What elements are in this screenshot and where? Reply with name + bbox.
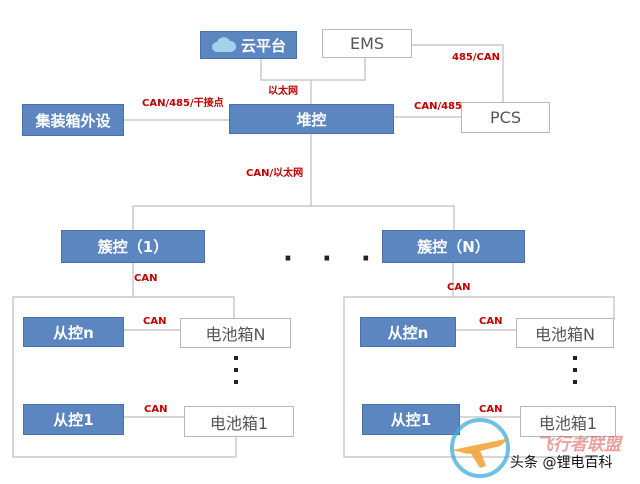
ems-node: EMS	[322, 29, 412, 58]
left-slave-n-label: 从控n	[53, 323, 94, 342]
right-slave-1-can-label: CAN	[479, 404, 503, 415]
right-slave-n-label: 从控n	[387, 323, 429, 342]
ems-label: EMS	[349, 34, 385, 53]
left-slave-1-label: 从控1	[53, 411, 94, 429]
cluster-controller-n-label: 簇控（N）	[417, 238, 490, 256]
watermark-byline: 头条 @锂电百科	[510, 455, 613, 471]
right-battery-1-node: 电池箱1	[520, 406, 616, 437]
left-battery-n-node: 电池箱N	[180, 318, 291, 348]
right-slave-n-can-label: CAN	[479, 316, 503, 327]
cloud-platform-node: 云平台	[200, 31, 297, 59]
pcs-label: PCS	[490, 108, 521, 127]
cluster-n-down-link-label: CAN	[447, 282, 471, 293]
left-battery-n-label: 电池箱N	[205, 325, 266, 344]
stack-down-link-label: CAN/以太网	[246, 168, 304, 179]
ellipsis-separator: · · ·	[283, 244, 381, 274]
stack-controller-label: 堆控	[296, 110, 327, 129]
left-vertical-ellipsis	[234, 356, 240, 392]
cluster-controller-1-label: 簇控（1）	[97, 238, 169, 256]
container-peripheral-label: 集装箱外设	[35, 111, 111, 130]
container-peripheral-node: 集装箱外设	[22, 104, 124, 136]
container-stack-link-label: CAN/485/干接点	[142, 98, 224, 109]
cloud-icon	[211, 37, 237, 52]
pcs-node: PCS	[461, 102, 550, 133]
right-vertical-ellipsis	[573, 356, 579, 392]
right-battery-n-node: 电池箱N	[516, 318, 614, 348]
left-slave-n-node: 从控n	[23, 317, 124, 347]
stack-pcs-link-label: CAN/485	[414, 101, 462, 112]
stack-controller-node: 堆控	[229, 104, 394, 134]
right-battery-1-label: 电池箱1	[538, 413, 598, 433]
watermark-brand: 飞行者联盟	[536, 435, 621, 455]
left-slave-n-can-label: CAN	[143, 316, 167, 327]
cluster-controller-1-node: 簇控（1）	[61, 230, 205, 263]
ems-pcs-link-label: 485/CAN	[452, 52, 500, 63]
cloud-platform-label: 云平台	[240, 36, 286, 55]
cluster-controller-n-node: 簇控（N）	[382, 230, 525, 263]
right-slave-1-node: 从控1	[362, 404, 460, 435]
right-slave-n-node: 从控n	[360, 317, 456, 347]
airplane-logo-icon	[450, 418, 510, 478]
left-slave-1-node: 从控1	[23, 404, 124, 435]
cluster-1-down-link-label: CAN	[134, 273, 158, 284]
left-slave-1-can-label: CAN	[144, 404, 168, 415]
right-slave-1-label: 从控1	[390, 411, 432, 429]
left-battery-1-node: 电池箱1	[184, 406, 294, 437]
right-battery-n-label: 电池箱N	[535, 325, 595, 344]
ethernet-link-label: 以太网	[268, 86, 298, 97]
left-battery-1-label: 电池箱1	[209, 413, 269, 433]
